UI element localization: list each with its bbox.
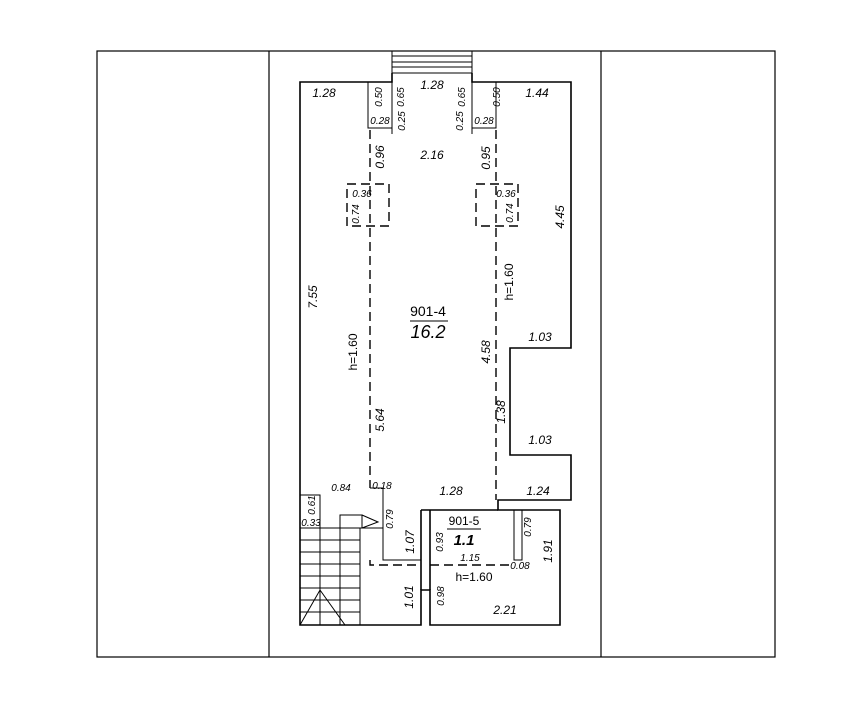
dimension-label: 0.50 (492, 87, 503, 107)
dimension-label: 1.38 (494, 400, 508, 424)
post-left (346, 183, 390, 227)
dimension-label: 0.98 (436, 586, 447, 606)
room-area: 1.1 (454, 532, 475, 549)
dimension-label: 5.64 (373, 408, 387, 432)
dimension-label: 4.45 (553, 205, 567, 229)
dimension-label: 0.74 (351, 204, 362, 224)
room-number: 901-5 (449, 514, 480, 528)
dimension-label: 0.95 (479, 146, 493, 170)
dimension-label: 0.25 (455, 111, 466, 131)
dimension-label: 1.15 (460, 553, 480, 564)
room-height-label: h=1.60 (346, 333, 360, 370)
dimension-label: 0.74 (505, 203, 516, 223)
dimension-label: 1.28 (312, 86, 336, 100)
room-area: 16.2 (410, 322, 445, 342)
dimension-label: 0.33 (301, 518, 321, 529)
dimension-label: 1.07 (403, 529, 417, 554)
ceiling-height-line (369, 130, 497, 500)
dimension-label: 1.01 (402, 585, 416, 608)
entrance-niches (367, 82, 497, 134)
dimension-label: 0.61 (307, 495, 318, 514)
dimension-label: 7.55 (306, 285, 320, 309)
dimension-label: 0.28 (474, 116, 494, 127)
post-right (475, 183, 519, 227)
dimension-label: 0.18 (372, 481, 392, 492)
dimension-label: 1.91 (541, 539, 555, 562)
dimension-label: 0.65 (457, 87, 468, 107)
dimension-label: 0.79 (385, 509, 396, 529)
dimension-label: 1.03 (528, 433, 552, 447)
dimension-label: 4.58 (479, 340, 493, 364)
dimension-label: 0.96 (373, 145, 387, 169)
dimension-label: 0.79 (523, 517, 534, 537)
dimension-label: 0.93 (435, 532, 446, 552)
inner-partitions (369, 487, 523, 590)
dimension-label: 0.36 (352, 189, 372, 200)
dimension-label: 1.24 (526, 484, 550, 498)
dimension-label: 1.28 (420, 78, 444, 92)
dimension-label: 0.36 (496, 189, 516, 200)
staircase (299, 494, 383, 626)
sheet-frame (96, 50, 776, 658)
dimension-label: 1.28 (439, 484, 463, 498)
dimension-label: 0.25 (397, 111, 408, 131)
dimension-label: 0.50 (374, 87, 385, 107)
room-height-label: h=1.60 (455, 570, 492, 584)
dimension-label: 1.03 (528, 330, 552, 344)
dimension-label: 2.16 (419, 148, 444, 162)
dimension-label: 0.65 (396, 87, 407, 107)
dimension-label: 1.44 (525, 86, 549, 100)
entrance-steps (391, 50, 473, 74)
room-height-label: h=1.60 (502, 263, 516, 300)
dimension-label: 2.21 (492, 603, 516, 617)
dimension-label: 0.84 (331, 483, 351, 494)
room-number: 901-4 (410, 303, 446, 319)
dimension-label: 0.08 (510, 561, 530, 572)
dimension-label: 0.28 (370, 116, 390, 127)
